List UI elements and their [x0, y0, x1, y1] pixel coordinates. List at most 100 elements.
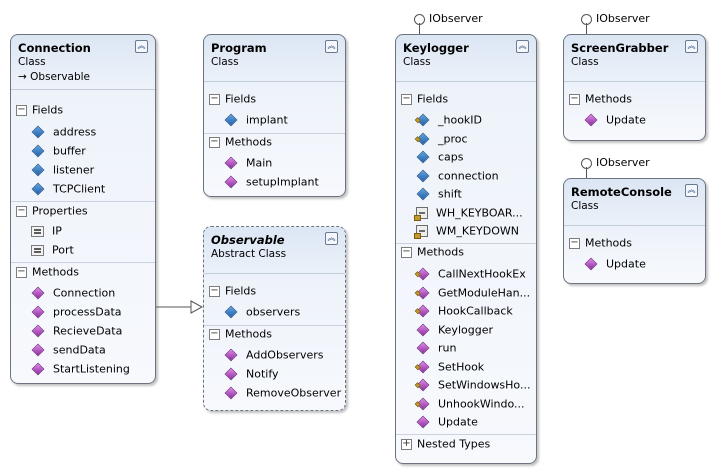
collapse-chevron-icon[interactable]: ︽ [685, 184, 698, 197]
member-method[interactable]: Connection [31, 286, 115, 302]
fields-section-header[interactable]: −Fields [401, 92, 449, 106]
member-method[interactable]: Notify [224, 367, 279, 383]
member-method[interactable]: RemoveObserver [224, 386, 341, 402]
methods-section-header[interactable]: −Methods [569, 92, 632, 106]
nested-types-section-header[interactable]: +Nested Types [401, 437, 491, 451]
member-method[interactable]: Main [224, 156, 272, 172]
methods-section-header[interactable]: −Methods [569, 236, 632, 250]
fields-section-header[interactable]: −Fields [209, 284, 257, 298]
member-method[interactable]: Keylogger [416, 323, 493, 339]
constant-icon [414, 225, 428, 239]
property-icon [31, 244, 44, 256]
methods-section-header[interactable]: −Methods [401, 245, 464, 259]
member-method[interactable]: Update [584, 113, 646, 129]
member-field[interactable]: _hookID [414, 113, 482, 129]
member-field[interactable]: buffer [31, 144, 86, 160]
collapse-chevron-icon[interactable]: ︽ [516, 40, 529, 53]
collapse-chevron-icon[interactable]: ︽ [325, 40, 338, 53]
minus-icon[interactable]: − [16, 265, 27, 278]
member-method[interactable]: Update [416, 415, 478, 431]
member-method[interactable]: run [416, 341, 456, 357]
minus-icon[interactable]: − [209, 327, 220, 340]
member-field[interactable]: caps [416, 150, 464, 166]
minus-icon[interactable]: − [209, 135, 220, 148]
section-divider [11, 262, 155, 263]
interface-stem [586, 167, 587, 178]
member-field[interactable]: listener [31, 163, 94, 179]
class-name: Program [211, 41, 267, 55]
class-name: RemoteConsole [571, 185, 672, 199]
method-icon [224, 156, 238, 170]
minus-icon[interactable]: − [209, 284, 220, 297]
method-icon [414, 286, 430, 300]
member-field[interactable]: connection [416, 169, 499, 185]
class-keylogger[interactable]: Keylogger Class ︽ −Fields _hookID _proc … [395, 34, 537, 464]
lock-icon [414, 401, 421, 408]
method-icon [416, 341, 430, 355]
minus-icon[interactable]: − [569, 92, 580, 105]
member-method[interactable]: RecieveData [31, 324, 122, 340]
member-field[interactable]: _proc [414, 132, 468, 148]
member-method[interactable]: StartListening [31, 362, 130, 378]
fields-section-header[interactable]: −Fields [16, 103, 64, 117]
member-method[interactable]: SetWindowsHo... [414, 378, 530, 394]
member-method[interactable]: SetHook [414, 360, 484, 376]
collapse-chevron-icon[interactable]: ︽ [685, 40, 698, 53]
properties-section-header[interactable]: −Properties [16, 204, 88, 218]
class-header: Program Class ︽ [204, 35, 345, 82]
class-name: ScreenGrabber [571, 41, 669, 55]
lock-icon [414, 364, 421, 371]
member-method[interactable]: processData [31, 305, 122, 321]
member-constant[interactable]: WH_KEYBOAR... [414, 206, 523, 222]
methods-section-header[interactable]: −Methods [16, 265, 79, 279]
class-connection[interactable]: Connection Class → Observable ︽ −Fields … [10, 34, 156, 384]
member-field[interactable]: shift [416, 187, 462, 203]
minus-icon[interactable]: − [569, 236, 580, 249]
member-field[interactable]: address [31, 125, 96, 141]
fields-section-header[interactable]: −Fields [209, 92, 257, 106]
member-field[interactable]: implant [224, 113, 288, 129]
member-method[interactable]: Update [584, 257, 646, 273]
class-screengrabber[interactable]: ScreenGrabber Class ︽ −Methods Update [563, 34, 706, 141]
member-method[interactable]: sendData [31, 343, 106, 359]
lock-icon [414, 271, 421, 278]
minus-icon[interactable]: − [16, 103, 27, 116]
member-method[interactable]: setupImplant [224, 175, 319, 191]
field-icon [31, 182, 45, 196]
member-field[interactable]: TCPClient [31, 182, 105, 198]
methods-section-header[interactable]: −Methods [209, 135, 272, 149]
member-field[interactable]: observers [224, 305, 300, 321]
base-class: → Observable [18, 71, 91, 83]
methods-section-header[interactable]: −Methods [209, 327, 272, 341]
member-method[interactable]: HookCallback [414, 304, 513, 320]
member-property[interactable]: Port [31, 243, 74, 259]
member-constant[interactable]: WM_KEYDOWN [414, 224, 519, 240]
class-name: Connection [18, 41, 91, 55]
minus-icon[interactable]: − [16, 204, 27, 217]
class-header: Connection Class → Observable ︽ [11, 35, 155, 90]
plus-icon[interactable]: + [401, 437, 412, 450]
member-property[interactable]: IP [31, 224, 62, 240]
member-method[interactable]: AddObservers [224, 348, 324, 364]
member-method[interactable]: GetModuleHan... [414, 286, 530, 302]
collapse-chevron-icon[interactable]: ︽ [325, 232, 338, 245]
field-icon [416, 169, 430, 183]
minus-icon[interactable]: − [401, 92, 412, 105]
method-icon [414, 397, 430, 411]
minus-icon[interactable]: − [209, 92, 220, 105]
section-divider [396, 243, 536, 244]
method-icon [414, 360, 430, 374]
minus-icon[interactable]: − [401, 245, 412, 258]
class-stereotype: Class [211, 56, 239, 68]
field-icon [414, 132, 430, 146]
method-icon [224, 386, 238, 400]
class-observable[interactable]: Observable Abstract Class ︽ −Fields obse… [203, 226, 346, 411]
class-program[interactable]: Program Class ︽ −Fields implant −Methods… [203, 34, 346, 197]
class-remoteconsole[interactable]: RemoteConsole Class ︽ −Methods Update [563, 178, 706, 284]
method-icon [224, 367, 238, 381]
member-method[interactable]: UnhookWindo... [414, 397, 525, 413]
lock-icon [414, 215, 421, 221]
collapse-chevron-icon[interactable]: ︽ [135, 40, 148, 53]
member-method[interactable]: CallNextHookEx [414, 267, 526, 283]
class-header: Observable Abstract Class ︽ [204, 227, 345, 274]
